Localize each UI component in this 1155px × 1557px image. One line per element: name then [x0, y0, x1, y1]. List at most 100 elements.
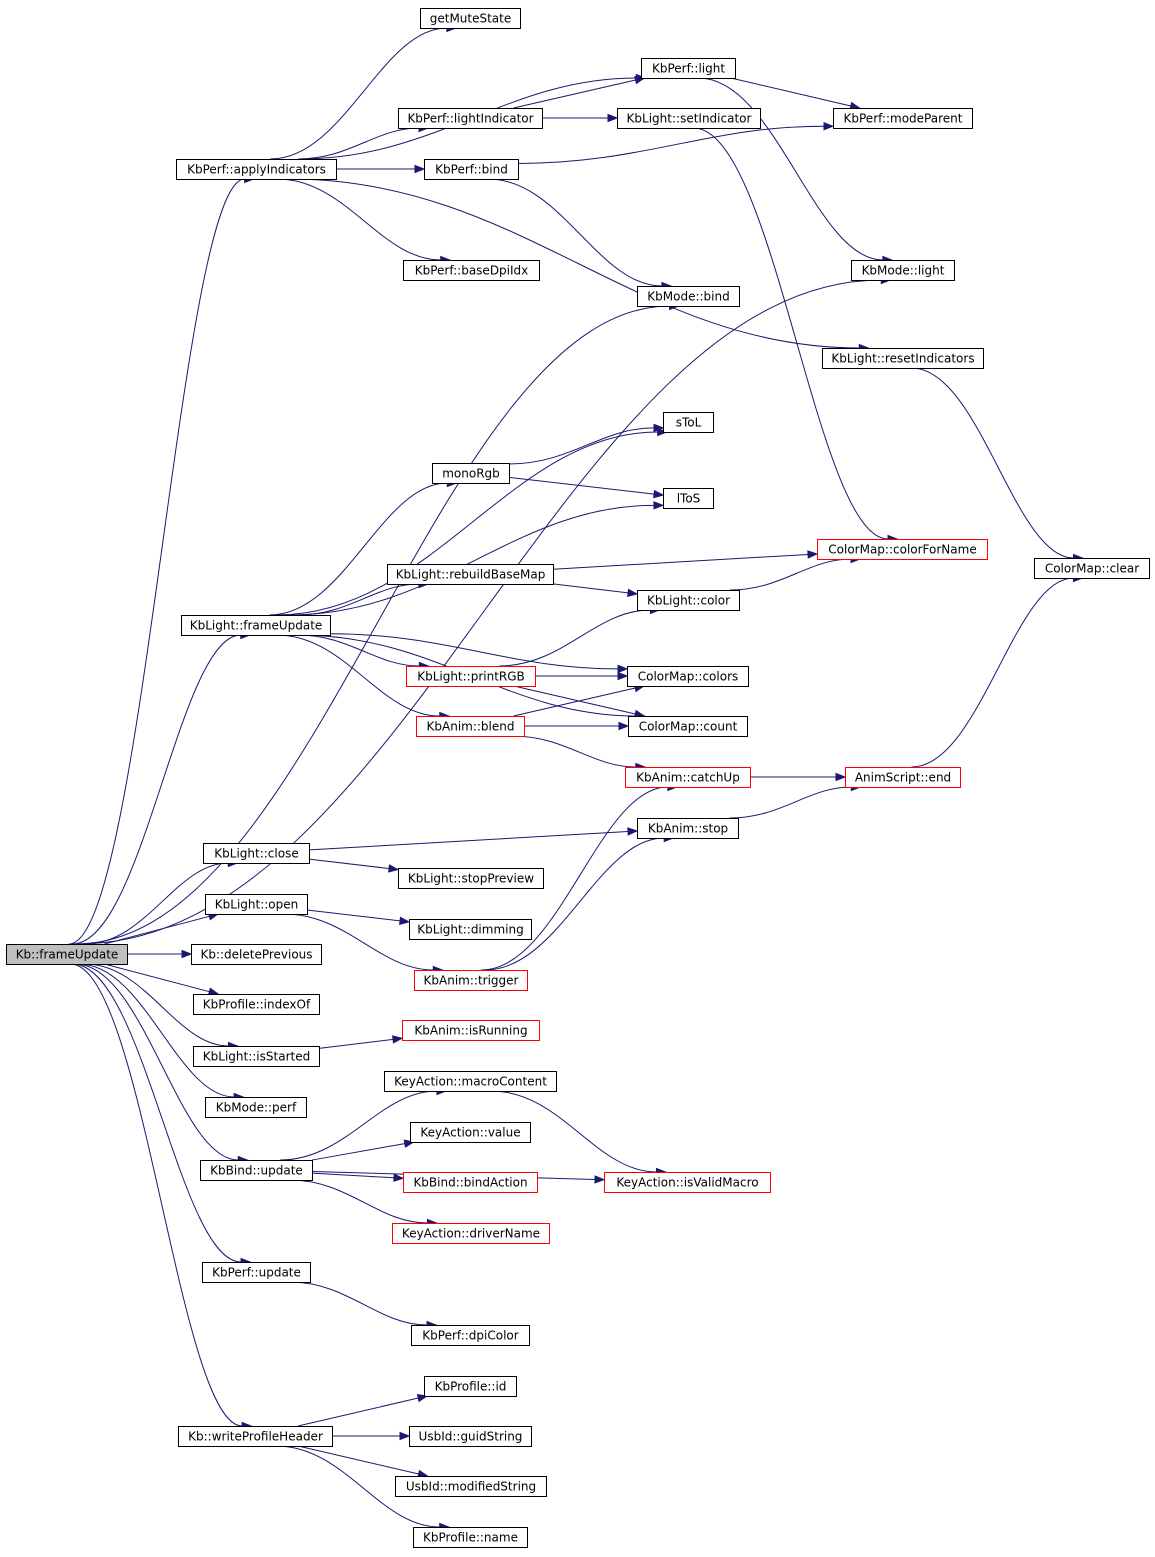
edge-line	[70, 963, 243, 1427]
graph-node-animscript-end[interactable]: AnimScript::end	[845, 767, 961, 788]
graph-node-usbid-guidString[interactable]: UsbId::guidString	[409, 1426, 532, 1447]
graph-node-kbprofile-name[interactable]: KbProfile::name	[413, 1527, 528, 1548]
graph-node-kbperf-dpiColor[interactable]: KbPerf::dpiColor	[411, 1325, 530, 1346]
graph-node-kblight-setIndicator[interactable]: KbLight::setIndicator	[617, 108, 761, 129]
graph-node-kbanim-stop[interactable]: KbAnim::stop	[637, 818, 739, 839]
graph-node-kbanim-catchUp[interactable]: KbAnim::catchUp	[625, 767, 751, 788]
graph-node-keyaction-isValidMacro[interactable]: KeyAction::isValidMacro	[604, 1172, 771, 1193]
graph-node-kbperf-modeParent[interactable]: KbPerf::modeParent	[833, 108, 973, 129]
edge-line	[78, 963, 235, 1098]
edge-kblight-isStarted-to-kbanim-isRunning	[318, 1035, 404, 1049]
node-box	[398, 108, 543, 129]
graph-node-kblight-dimming[interactable]: KbLight::dimming	[409, 919, 532, 940]
node-box	[851, 260, 955, 281]
graph-node-kbperf-update[interactable]: KbPerf::update	[202, 1262, 311, 1283]
node-box	[637, 818, 739, 839]
node-box	[833, 108, 973, 129]
edge-line	[484, 837, 665, 971]
node-box	[617, 108, 761, 129]
edge-kbperf-update-to-kbperf-dpiColor	[289, 1281, 438, 1330]
graph-node-kb-writeProfileHeader[interactable]: Kb::writeProfileHeader	[178, 1426, 333, 1447]
graph-node-kblight-frameUpdate[interactable]: KbLight::frameUpdate	[181, 615, 331, 636]
edge-line	[311, 1143, 405, 1161]
graph-node-kbanim-blend[interactable]: KbAnim::blend	[416, 716, 525, 737]
edge-kbbind-update-to-kbbind-bindAction	[311, 1172, 405, 1182]
graph-node-kbanim-isRunning[interactable]: KbAnim::isRunning	[402, 1020, 540, 1041]
edge-line	[269, 482, 448, 616]
graph-node-kbbind-bindAction[interactable]: KbBind::bindAction	[403, 1172, 538, 1193]
graph-node-kbmode-perf[interactable]: KbMode::perf	[205, 1097, 307, 1118]
graph-node-keyaction-value[interactable]: KeyAction::value	[410, 1122, 531, 1143]
graph-node-kblight-open[interactable]: KbLight::open	[205, 894, 308, 915]
arrowhead	[399, 916, 411, 925]
node-box	[395, 1476, 547, 1497]
graph-node-kblight-resetIndicators[interactable]: KbLight::resetIndicators	[822, 348, 984, 369]
node-box	[822, 348, 984, 369]
graph-node-keyaction-driverName[interactable]: KeyAction::driverName	[392, 1223, 550, 1244]
graph-node-usbid-modifiedString[interactable]: UsbId::modifiedString	[395, 1476, 547, 1497]
edge-kbanim-catchUp-to-animscript-end	[750, 772, 847, 782]
graph-node-monoRgb[interactable]: monoRgb	[432, 463, 510, 484]
edge-line	[698, 77, 883, 261]
edge-line	[104, 915, 210, 945]
graph-node-getMuteState[interactable]: getMuteState	[420, 8, 521, 29]
graph-node-kblight-color[interactable]: KbLight::color	[637, 590, 740, 611]
graph-node-kbprofile-indexOf[interactable]: KbProfile::indexOf	[193, 994, 320, 1015]
node-label: KbProfile::id	[435, 1380, 507, 1394]
graph-node-kb-deletePrevious[interactable]: Kb::deletePrevious	[191, 944, 322, 965]
graph-node-colormap-count[interactable]: ColorMap::count	[628, 716, 748, 737]
node-box	[387, 564, 554, 585]
graph-node-kbmode-bind[interactable]: KbMode::bind	[637, 286, 740, 307]
graph-node-kbperf-applyIndicators[interactable]: KbPerf::applyIndicators	[176, 159, 337, 180]
graph-node-sToL[interactable]: sToL	[663, 412, 714, 433]
node-box	[845, 767, 961, 788]
node-label: KbLight::close	[214, 847, 298, 861]
node-label: AnimScript::end	[855, 771, 951, 785]
graph-node-kbmode-light[interactable]: KbMode::light	[851, 260, 955, 281]
graph-node-kblight-printRGB[interactable]: KbLight::printRGB	[406, 666, 536, 687]
node-label: KbPerf::modeParent	[844, 112, 963, 126]
edge-line	[552, 553, 809, 570]
edge-line	[306, 909, 401, 922]
edge-line	[75, 305, 670, 945]
graph-node-kblight-close[interactable]: KbLight::close	[203, 843, 310, 864]
node-box	[178, 1426, 333, 1447]
graph-node-kbbind-update[interactable]: KbBind::update	[200, 1160, 313, 1181]
graph-node-kblight-rebuildBaseMap[interactable]: KbLight::rebuildBaseMap	[387, 564, 554, 585]
edge-line	[85, 862, 229, 945]
graph-node-colormap-colors[interactable]: ColorMap::colors	[627, 666, 749, 687]
graph-node-kblight-stopPreview[interactable]: KbLight::stopPreview	[398, 868, 544, 889]
graph-node-keyaction-macroContent[interactable]: KeyAction::macroContent	[384, 1071, 557, 1092]
node-label: KbAnim::blend	[427, 720, 515, 734]
node-label: KbPerf::light	[652, 62, 725, 76]
edge-line	[276, 1445, 440, 1528]
edge-kbperf-light-to-kbmode-light	[698, 77, 894, 265]
graph-node-kbanim-trigger[interactable]: KbAnim::trigger	[414, 970, 528, 991]
node-box	[416, 716, 525, 737]
graph-node-kb-frameUpdate[interactable]: Kb::frameUpdate	[6, 944, 128, 965]
node-box	[432, 463, 510, 484]
node-box	[410, 1122, 531, 1143]
node-box	[627, 666, 749, 687]
edge-kblight-close-to-kbanim-stop	[308, 827, 639, 851]
edge-line	[318, 1038, 394, 1049]
graph-node-kbprofile-id[interactable]: KbProfile::id	[424, 1376, 517, 1397]
edge-kbperf-applyIndicators-to-getMuteState	[270, 23, 458, 160]
graph-node-kbperf-baseDpiIdx[interactable]: KbPerf::baseDpiIdx	[403, 260, 540, 281]
graph-node-lToS[interactable]: lToS	[663, 488, 714, 509]
graph-node-colormap-colorForName[interactable]: ColorMap::colorForName	[817, 539, 988, 560]
graph-node-kblight-isStarted[interactable]: KbLight::isStarted	[193, 1046, 320, 1067]
arrowhead	[617, 671, 629, 681]
graph-node-kbperf-light[interactable]: KbPerf::light	[641, 58, 736, 79]
graph-node-colormap-clear[interactable]: ColorMap::clear	[1034, 558, 1150, 579]
edge-kb-frameUpdate-to-kbmode-bind	[75, 301, 680, 945]
node-box	[203, 843, 310, 864]
graph-node-kbperf-bind[interactable]: KbPerf::bind	[424, 159, 519, 180]
arrowhead	[617, 664, 629, 674]
node-box	[424, 1376, 517, 1397]
edge-line	[297, 127, 420, 160]
graph-node-kbperf-lightIndicator[interactable]: KbPerf::lightIndicator	[398, 108, 543, 129]
node-label: KbLight::isStarted	[203, 1050, 310, 1064]
edge-kblight-frameUpdate-to-sToL	[276, 427, 669, 616]
edge-line	[72, 634, 241, 945]
